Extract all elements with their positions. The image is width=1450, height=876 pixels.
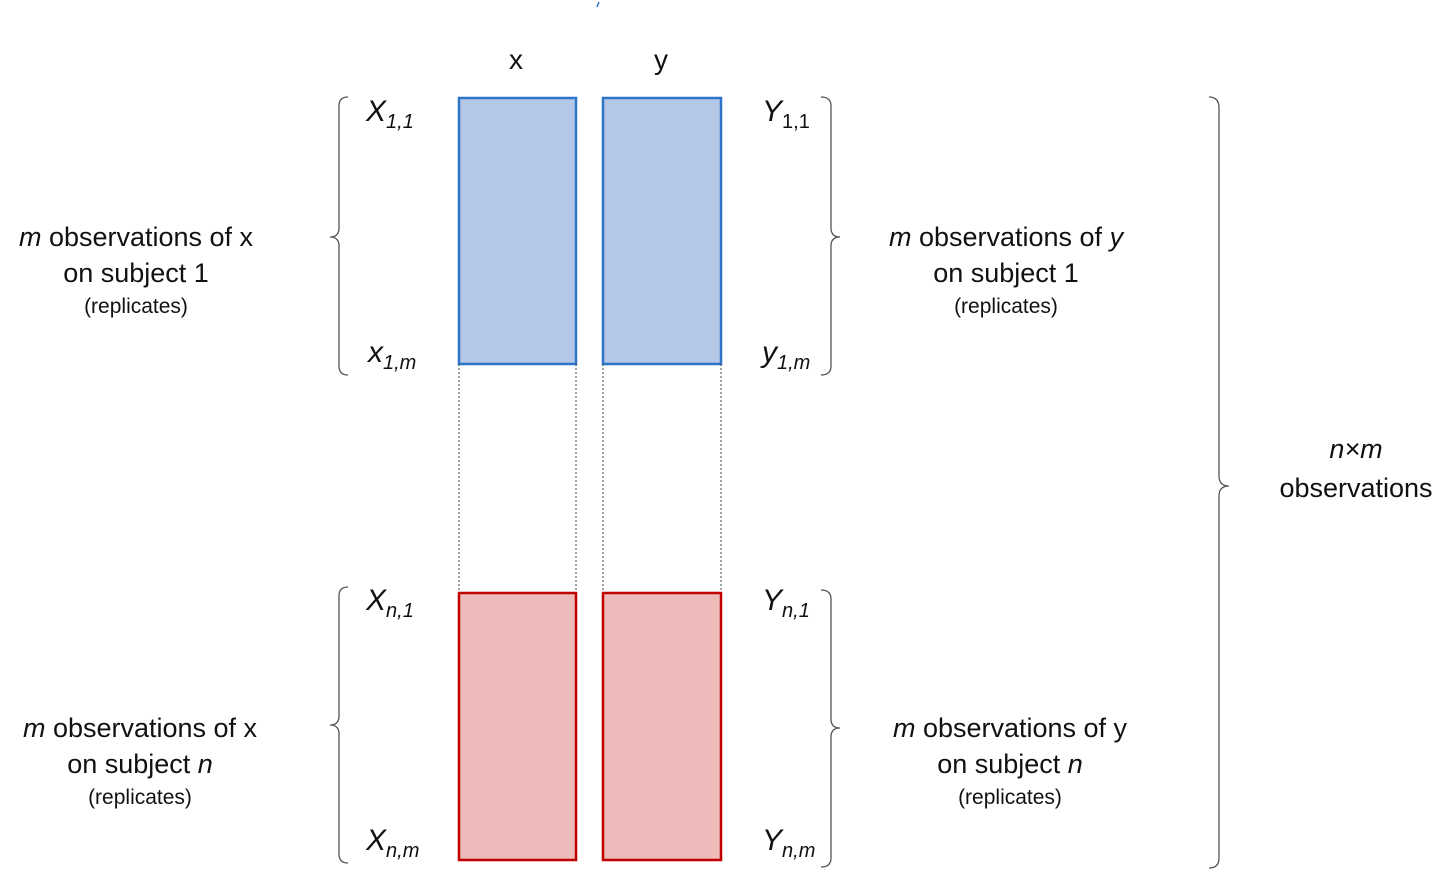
label-X-n-m: Xn,m: [366, 824, 420, 862]
right-brace-subject-1: [820, 96, 841, 376]
total-label: observations: [1279, 473, 1433, 504]
group-y-subject-1: m observations of y on subject 1 (replic…: [888, 222, 1124, 319]
total-expression: n×m: [1329, 434, 1383, 464]
x-subject-1-box: [457, 96, 578, 366]
label-X-1-1: X1,1: [366, 95, 414, 133]
label-x-1-m: x1,m: [368, 336, 417, 374]
right-brace-subject-n: [820, 589, 841, 868]
left-brace-subject-1: [329, 96, 349, 376]
dotted-connectors: [458, 364, 722, 593]
label-y-1-m: y1,m: [762, 336, 811, 374]
x-subject-n-box: [457, 591, 578, 862]
group-x-subject-1: m observations of x on subject 1 (replic…: [18, 222, 254, 319]
left-brace-subject-n: [329, 586, 349, 864]
y-subject-n-box: [601, 591, 723, 862]
total-observations: n×m observations: [1262, 430, 1450, 508]
total-brace: [1208, 96, 1230, 869]
group-y-subject-n: m observations of y on subject n (replic…: [892, 713, 1128, 810]
label-X-n-1: Xn,1: [366, 584, 414, 622]
label-Y-n-1: Yn,1: [762, 584, 810, 622]
y-subject-1-box: [601, 96, 723, 366]
stray-mark: [596, 1, 600, 8]
label-Y-n-m: Yn,m: [762, 824, 816, 862]
label-Y-1-1: Y1,1: [762, 95, 810, 133]
column-header-y: y: [654, 44, 668, 75]
column-header-x: x: [509, 44, 523, 75]
group-x-subject-n: m observations of x on subject n (replic…: [22, 713, 258, 810]
brackets: [329, 96, 1230, 869]
